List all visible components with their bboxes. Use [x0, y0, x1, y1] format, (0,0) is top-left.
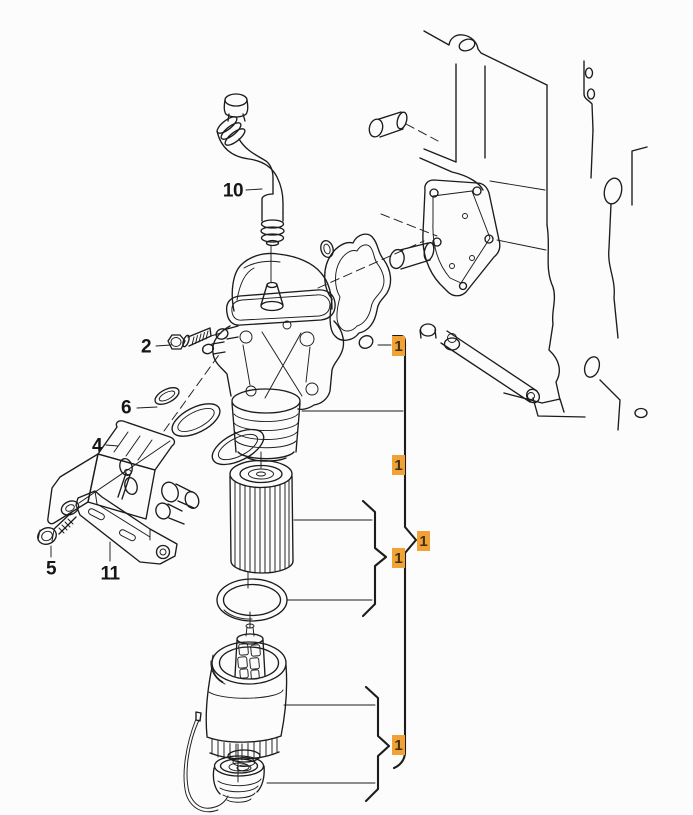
- filter-housing-drawing: [201, 252, 345, 411]
- flange-bolt-drawing: [37, 511, 77, 545]
- dowel-bushing-drawing-mid: [380, 213, 438, 270]
- highlighted-callout-1-filter-group[interactable]: 1: [392, 548, 405, 568]
- highlighted-callout-1-gasket[interactable]: 1: [392, 336, 405, 356]
- highlighted-callout-1-cap-group[interactable]: 1: [392, 735, 405, 755]
- filter-element-drawing: [229, 451, 294, 574]
- housing-gasket-drawing: [317, 233, 425, 349]
- cap-cord-drawing: [183, 711, 229, 813]
- dowel-bushing-drawing-top: [368, 111, 439, 142]
- filter-cap-drawing: [212, 743, 265, 803]
- part-callout-6[interactable]: 6: [120, 397, 132, 419]
- cooler-gasket-drawing: [154, 351, 265, 466]
- bracket-drawing: [75, 468, 178, 565]
- oil-cooler-drawing: [47, 420, 200, 525]
- part-callout-10[interactable]: 10: [222, 180, 244, 202]
- part-callout-2[interactable]: 2: [140, 336, 152, 358]
- bypass-valve-drawing: [234, 623, 266, 680]
- housing-spigot-drawing: [231, 388, 301, 462]
- part-callout-4[interactable]: 4: [91, 435, 103, 457]
- breather-hose-drawing: [216, 93, 285, 283]
- highlighted-callout-1-main-brace[interactable]: 1: [417, 531, 430, 551]
- o-ring-drawing: [216, 571, 288, 629]
- engine-block-drawing: [368, 30, 648, 431]
- hex-bolt-drawing: [167, 327, 212, 350]
- leader-lines: [50, 188, 404, 784]
- highlighted-callout-1-upper[interactable]: 1: [392, 455, 405, 475]
- grouping-braces: [361, 334, 418, 803]
- part-callout-11[interactable]: 11: [100, 563, 120, 585]
- part-callout-5[interactable]: 5: [45, 558, 57, 580]
- lower-housing-drawing: [205, 641, 288, 772]
